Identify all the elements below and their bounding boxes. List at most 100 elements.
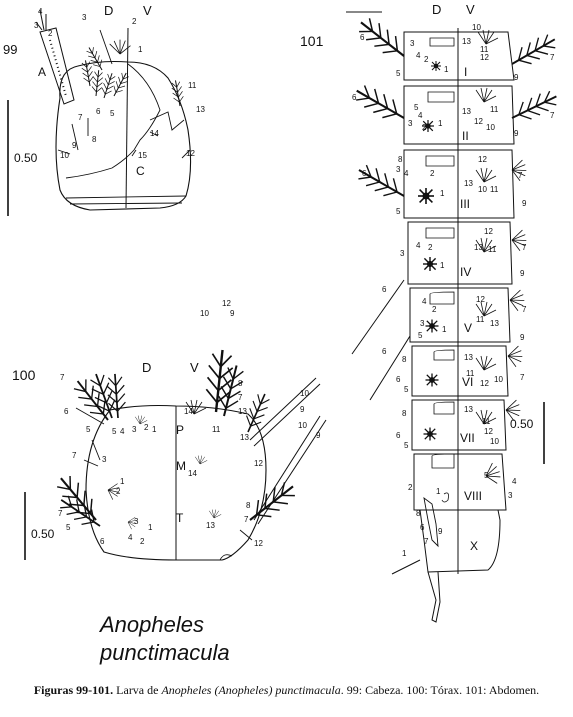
abd-seta-10-vi: 10 bbox=[494, 375, 503, 384]
panel-100-seta-14: 14 bbox=[184, 407, 193, 416]
panel-100-seta-3c: 3 bbox=[134, 517, 139, 526]
panel-100-seta-1c: 1 bbox=[148, 523, 153, 532]
panel-100-seta-8b: 8 bbox=[246, 501, 251, 510]
abd-seta-4-v: 4 bbox=[422, 297, 427, 306]
panel-100-seta-9: 9 bbox=[230, 309, 235, 318]
abd-seta-9-ii: 9 bbox=[514, 129, 519, 138]
panel-99-seta-2b: 2 bbox=[132, 17, 137, 26]
abd-seta-6-vi: 6 bbox=[396, 375, 401, 384]
abd-seta-12-v: 12 bbox=[476, 295, 485, 304]
panel-101-scale-label: 0.50 bbox=[510, 417, 534, 431]
abd-seta-7-v: 7 bbox=[522, 305, 527, 314]
panel-99-dorsal-label: D bbox=[104, 3, 113, 18]
segment-label-v: V bbox=[464, 321, 472, 335]
abd-seta-13-vi: 13 bbox=[464, 353, 473, 362]
panel-99-seta-9: 9 bbox=[72, 141, 77, 150]
abd-seta-1-ii: 1 bbox=[438, 119, 443, 128]
abd-seta-7-iii: 7 bbox=[518, 171, 523, 180]
abd-seta-12-vii: 12 bbox=[484, 427, 493, 436]
panel-100-seta-13b: 13 bbox=[206, 521, 215, 530]
panel-99-seta-5: 5 bbox=[110, 109, 115, 118]
panel-101-ventral-label: V bbox=[466, 2, 475, 17]
segment-label-i: I bbox=[464, 65, 467, 79]
abd-seta-1-iii: 1 bbox=[440, 189, 445, 198]
panel-99-seta-10: 10 bbox=[60, 151, 69, 160]
panel-99-scale-label: 0.50 bbox=[14, 151, 38, 165]
abd-seta-11-iii: 11 bbox=[490, 185, 499, 194]
panel-99-collar-label: C bbox=[136, 164, 145, 178]
panel-100-seta-4: 4 bbox=[120, 427, 125, 436]
abd-seta-6-i: 6 bbox=[360, 33, 365, 42]
panel-101-number: 101 bbox=[300, 33, 324, 49]
abd-seta-9-iv: 9 bbox=[520, 269, 525, 278]
panel-100-seta-12b: 12 bbox=[254, 459, 263, 468]
panel-100-seta-2c: 2 bbox=[140, 537, 145, 546]
abd-seta-12-ii: 12 bbox=[474, 117, 483, 126]
panel-100-prothorax-label: P bbox=[176, 423, 184, 437]
abd-seta-2-iii: 2 bbox=[430, 169, 435, 178]
abd-seta-7-iv: 7 bbox=[522, 243, 527, 252]
panel-100-seta-1: 1 bbox=[152, 425, 157, 434]
abd-seta-9-i: 9 bbox=[514, 73, 519, 82]
abd-seta-12-vi: 12 bbox=[480, 379, 489, 388]
abd-seta-13-ii: 13 bbox=[462, 107, 471, 116]
abd-seta-1-v: 1 bbox=[442, 325, 447, 334]
abd-seta-9-iii: 9 bbox=[522, 199, 527, 208]
panel-100-seta-11: 11 bbox=[212, 425, 221, 434]
panel-99-seta-4: 4 bbox=[38, 7, 43, 16]
segment-label-ii: II bbox=[462, 129, 469, 143]
abd-seta-11-v: 11 bbox=[476, 315, 485, 324]
panel-99-seta-15: 15 bbox=[138, 151, 147, 160]
figure-caption: Figuras 99-101. Larva de Anopheles (Anop… bbox=[8, 683, 565, 698]
abd-seta-5-vii: 5 bbox=[404, 441, 409, 450]
abd-seta-13-v: 13 bbox=[490, 319, 499, 328]
panel-99-seta-2: 2 bbox=[48, 29, 53, 38]
panel-100-seta-14b: 14 bbox=[188, 469, 197, 478]
abd-seta-9-viii: 9 bbox=[438, 527, 443, 536]
abd-seta-3-v: 3 bbox=[420, 319, 425, 328]
panel-100-seta-5b: 5 bbox=[112, 427, 117, 436]
panel-100-seta-7d: 7 bbox=[238, 393, 243, 402]
segment-label-x: X bbox=[470, 539, 478, 553]
caption-figure-number: Figuras 99-101. bbox=[33, 683, 114, 697]
segment-label-vii: VII bbox=[460, 431, 475, 445]
panel-100-ventral-label: V bbox=[190, 360, 199, 375]
caption-text-1: Larva de bbox=[113, 683, 162, 697]
panel-100-seta-2: 2 bbox=[144, 423, 149, 432]
abd-seta-8-viii: 8 bbox=[416, 509, 421, 518]
abd-seta-5-iii: 5 bbox=[396, 207, 401, 216]
panel-100-number: 100 bbox=[12, 367, 36, 383]
panel-99-seta-12: 12 bbox=[186, 149, 195, 158]
panel-100-seta-10b: 10 bbox=[300, 389, 309, 398]
abd-seta-11-vii: 11 bbox=[482, 417, 491, 426]
abd-seta-1-i: 1 bbox=[444, 65, 449, 74]
abd-seta-2-ii: 2 bbox=[422, 123, 427, 132]
abd-seta-8-vi: 8 bbox=[402, 355, 407, 364]
panel-100-seta-2b: 2 bbox=[116, 487, 121, 496]
abd-seta-6-iv: 6 bbox=[382, 285, 387, 294]
segment-label-iv: IV bbox=[460, 265, 471, 279]
panel-100-thorax: 100 D V 0.50 P M T 7 bbox=[12, 299, 327, 561]
abd-seta-3-ii: 3 bbox=[408, 119, 413, 128]
panel-100-seta-7c: 7 bbox=[58, 509, 63, 518]
panel-99-seta-11: 11 bbox=[188, 81, 197, 90]
panel-100-seta-7: 7 bbox=[60, 373, 65, 382]
panel-100-seta-10c: 10 bbox=[298, 421, 307, 430]
panel-99-number: 99 bbox=[3, 42, 17, 57]
panel-99-ventral-label: V bbox=[143, 3, 152, 18]
abd-seta-5-viii: 5 bbox=[484, 471, 489, 480]
abd-seta-12-iii: 12 bbox=[478, 155, 487, 164]
abd-seta-1-viii: 1 bbox=[436, 487, 441, 496]
panel-100-dorsal-label: D bbox=[142, 360, 151, 375]
abd-seta-7-ii: 7 bbox=[550, 111, 555, 120]
abd-seta-6-viii: 6 bbox=[420, 523, 425, 532]
abd-seta-10-i: 10 bbox=[472, 23, 481, 32]
abd-seta-3-iv: 3 bbox=[400, 249, 405, 258]
caption-species: Anopheles (Anopheles) punctimacula bbox=[161, 683, 341, 697]
panel-99-seta-3b: 3 bbox=[82, 13, 87, 22]
segment-label-iii: III bbox=[460, 197, 470, 211]
panel-100-seta-9b: 9 bbox=[300, 405, 305, 414]
abd-seta-1-x: 1 bbox=[402, 549, 407, 558]
panel-99-seta-8: 8 bbox=[92, 135, 97, 144]
panel-99-seta-14: 14 bbox=[150, 129, 159, 138]
